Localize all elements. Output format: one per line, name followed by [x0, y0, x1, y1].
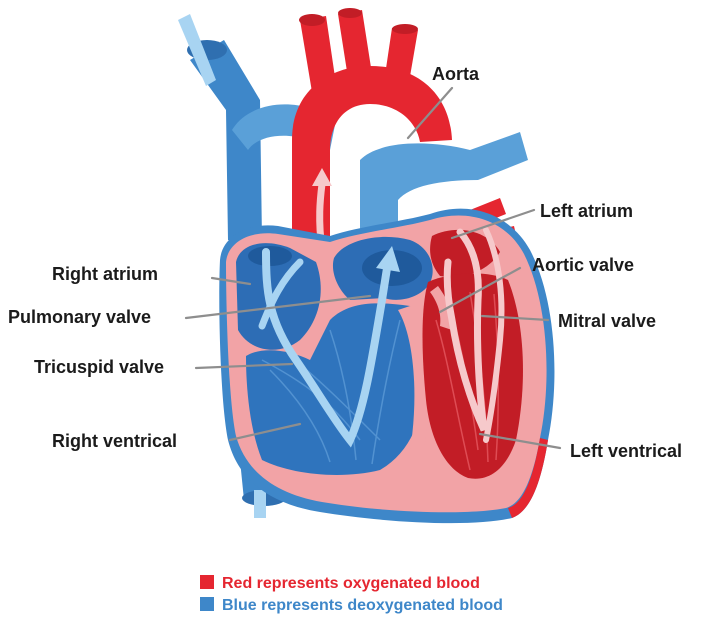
aorta-branch-1 — [300, 16, 336, 92]
aorta-branch-3-opening — [392, 24, 418, 34]
aorta-branch-2 — [338, 10, 372, 78]
label-aortic-valve: Aortic valve — [532, 255, 634, 275]
aorta-branch-2-opening — [338, 8, 362, 18]
label-pulmonary-valve: Pulmonary valve — [8, 307, 151, 327]
legend-blue-swatch — [200, 597, 214, 611]
legend-blue-text: Blue represents deoxygenated blood — [222, 597, 503, 614]
aorta-branch-1-opening — [299, 14, 325, 26]
label-right-atrium: Right atrium — [52, 264, 158, 284]
inferior-light-tube — [254, 490, 266, 518]
label-tricuspid-valve: Tricuspid valve — [34, 357, 164, 377]
label-right-ventrical: Right ventrical — [52, 431, 177, 451]
label-aorta: Aorta — [432, 64, 480, 84]
legend-red-swatch — [200, 575, 214, 589]
label-left-atrium: Left atrium — [540, 201, 633, 221]
legend-red-text: Red represents oxygenated blood — [222, 575, 480, 592]
legend: Red represents oxygenated blood Blue rep… — [200, 575, 503, 614]
label-left-ventrical: Left ventrical — [570, 441, 682, 461]
label-mitral-valve: Mitral valve — [558, 311, 656, 331]
